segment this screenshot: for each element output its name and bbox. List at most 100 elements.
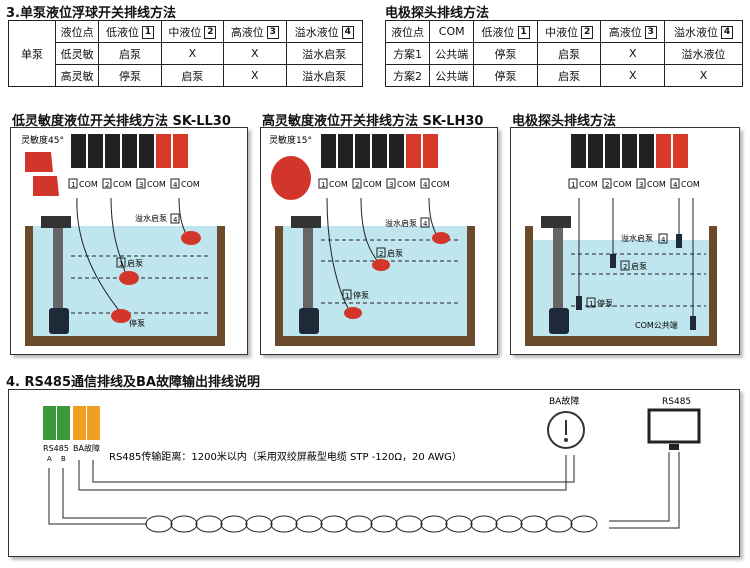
terminal-label: COM	[613, 180, 632, 189]
terminal-num: 1	[321, 181, 325, 189]
relay-module	[71, 134, 86, 168]
rs485-wire-a	[48, 468, 147, 525]
float-start	[372, 259, 390, 271]
electrode-cell: X	[600, 64, 666, 87]
terminal-label: COM	[329, 180, 348, 189]
electrode-cell: 公共端	[429, 64, 475, 87]
relay-module	[673, 134, 688, 168]
terminal-rs485-label: RS485	[43, 444, 69, 453]
electrode-header-cell: 液位点	[384, 20, 431, 43]
stop-num: 1	[589, 300, 593, 308]
cable-twist	[545, 515, 573, 533]
rs485-wire-b	[62, 468, 147, 519]
electrode-diagram-title: 电极探头排线方法	[512, 114, 617, 129]
cable-twist	[145, 515, 173, 533]
cable-twist	[345, 515, 373, 533]
tank-bottom	[525, 336, 717, 346]
section-3-title: 3.单泵液位浮球开关排线方法	[6, 6, 176, 21]
rs485-label: RS485	[662, 397, 691, 407]
electrode-cell: 停泵	[473, 42, 538, 65]
relay-module	[88, 134, 103, 168]
electrode-cell: 溢水液位	[664, 42, 743, 65]
rs485-panel: RS485 BA故障 A B BA故障 RS485 RS485传输距离：1200…	[8, 389, 740, 557]
relay-module	[639, 134, 654, 168]
cable-twist	[495, 515, 523, 533]
cable-twist	[445, 515, 473, 533]
twisted-pair-cable	[145, 515, 598, 533]
relay-block	[71, 134, 188, 168]
electrode-cell: 方案2	[384, 64, 431, 87]
electrode-cell: 启泵	[536, 42, 602, 65]
electrode-header-cell: COM	[429, 20, 475, 43]
distance-note: RS485传输距离：1200米以内（采用双绞屏蔽型电缆 STP -120Ω，20…	[109, 450, 462, 463]
electrode-cell: 公共端	[429, 42, 475, 65]
inlet-pipe	[291, 216, 321, 228]
relay-module	[105, 134, 120, 168]
pump-cell: X	[160, 42, 225, 65]
start-num: 1	[119, 260, 123, 268]
probe-stop	[576, 296, 582, 310]
cable-twist	[520, 515, 548, 533]
relay-module	[156, 134, 171, 168]
terminal-label: COM	[431, 180, 450, 189]
rs485-terminal-a	[43, 406, 56, 440]
overflow-label: 溢水启泵	[385, 218, 417, 228]
electrode-cell: 停泵	[473, 64, 538, 87]
start-num: 2	[379, 250, 383, 258]
com-label: COM公共端	[635, 320, 678, 330]
pump-cell: 溢水启泵	[285, 42, 364, 65]
terminal-num: 4	[173, 181, 178, 189]
inlet-pipe	[41, 216, 71, 228]
pump-icon	[299, 308, 319, 334]
terminal-num: 4	[673, 181, 678, 189]
rs485-wire-out	[609, 452, 670, 522]
float-overflow	[432, 232, 450, 244]
low-sensitivity-title: 低灵敏度液位开关排线方法 SK-LL30	[12, 114, 231, 129]
terminal-b-label: B	[61, 455, 66, 463]
start-label: 启泵	[631, 261, 647, 271]
relay-block	[571, 134, 688, 168]
tank-wall	[467, 226, 475, 346]
relay-module	[372, 134, 387, 168]
stop-label: 停泵	[129, 318, 145, 328]
terminal-label: COM	[397, 180, 416, 189]
pump-cell: 低灵敏	[54, 42, 100, 65]
relay-module	[389, 134, 404, 168]
start-label: 启泵	[387, 248, 403, 258]
float-cable	[76, 197, 122, 314]
cable-twist	[295, 515, 323, 533]
ba-wire	[92, 455, 575, 483]
start-label: 启泵	[127, 258, 143, 268]
rs485-wire-out	[609, 452, 680, 529]
tank-bottom	[275, 336, 475, 346]
alarm-icon	[547, 411, 585, 449]
cable-twist	[320, 515, 348, 533]
probe-com	[690, 316, 696, 330]
pump-cell: 启泵	[98, 42, 162, 65]
overflow-num: 4	[423, 220, 428, 228]
inlet-pipe	[541, 216, 571, 228]
rs485-terminal-b	[57, 406, 70, 440]
relay-module	[656, 134, 671, 168]
cable-twist	[170, 515, 198, 533]
tank-wall	[709, 226, 717, 346]
float-overflow	[181, 231, 201, 245]
cable-twist	[370, 515, 398, 533]
terminal-label: COM	[681, 180, 700, 189]
relay-module	[406, 134, 421, 168]
terminal-num: 1	[571, 181, 575, 189]
electrode-cell: X	[664, 64, 743, 87]
relay-module	[355, 134, 370, 168]
